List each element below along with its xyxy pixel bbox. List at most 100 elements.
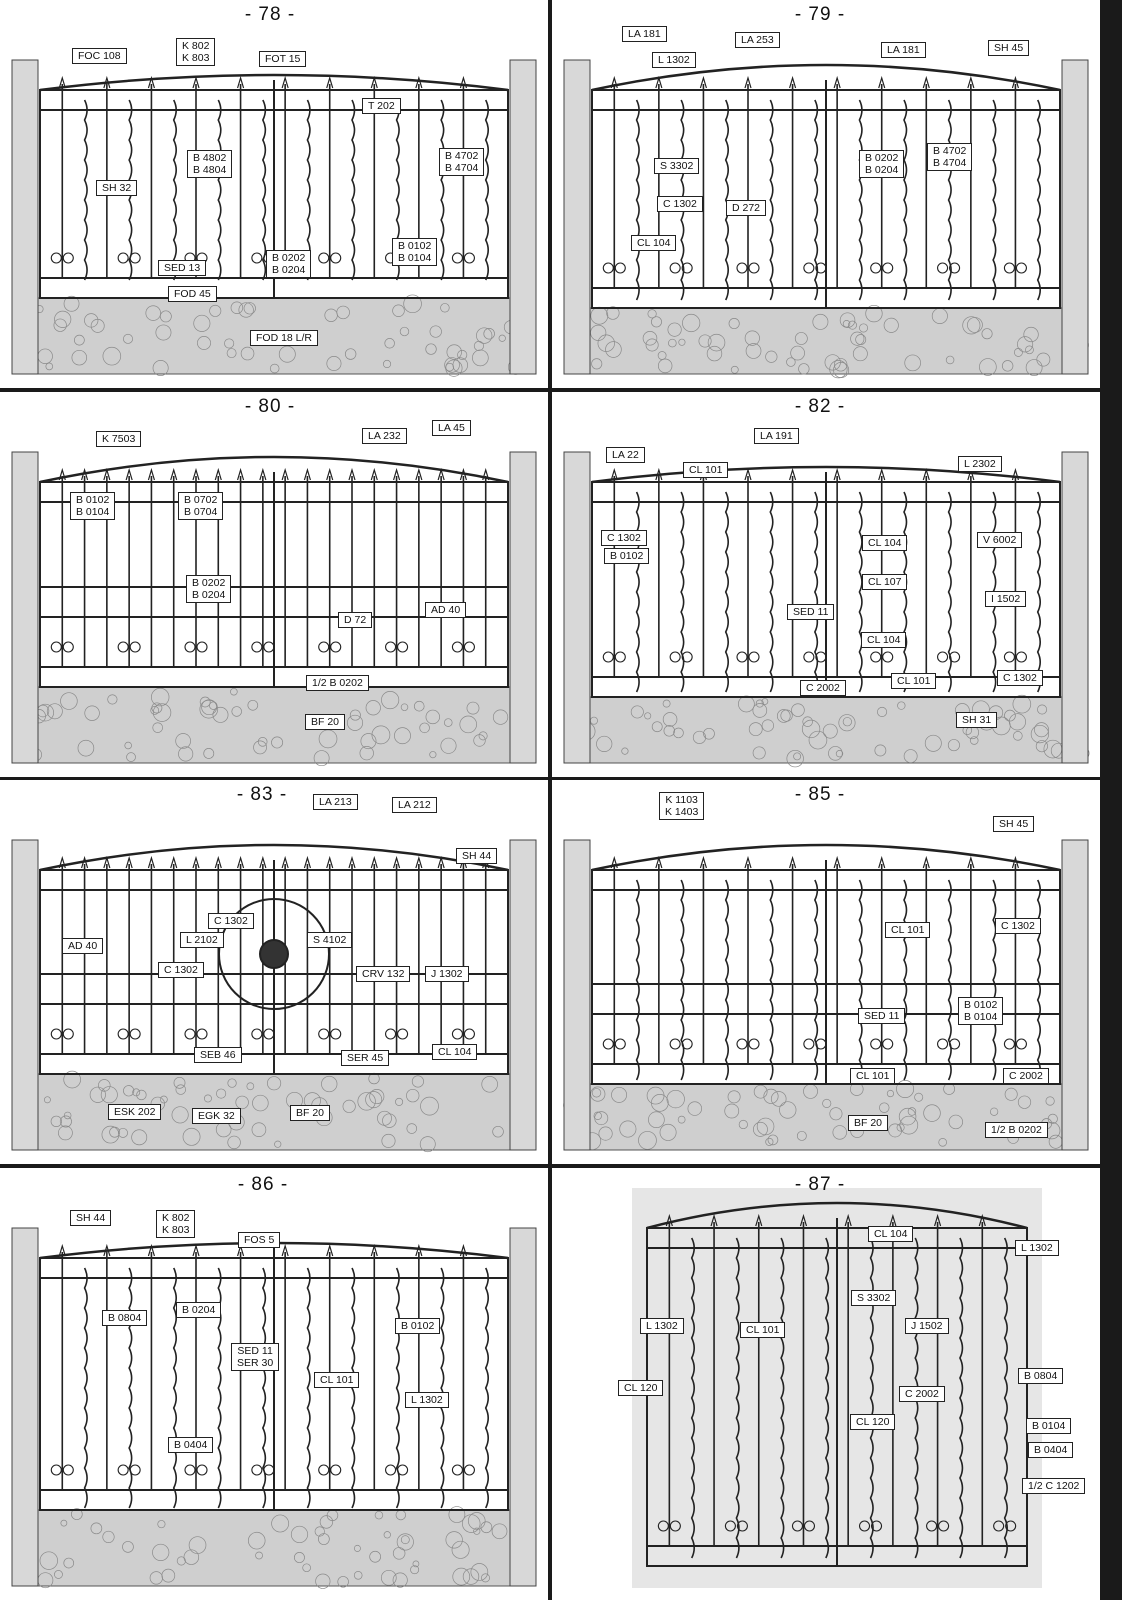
part-code-label: CL 101 bbox=[891, 673, 936, 689]
stone-base bbox=[564, 1084, 1088, 1150]
pillar-left bbox=[12, 452, 38, 763]
part-code-label: B 0202 B 0204 bbox=[186, 575, 231, 603]
part-code-label: CL 104 bbox=[432, 1044, 477, 1060]
model-number: - 87 - bbox=[795, 1174, 845, 1196]
part-code-label: CL 104 bbox=[868, 1226, 913, 1242]
part-code-label: D 72 bbox=[338, 612, 372, 628]
part-code-label: S 4102 bbox=[307, 932, 352, 948]
part-code-label: C 1302 bbox=[158, 962, 204, 978]
part-code-label: K 7503 bbox=[96, 431, 141, 447]
pillar-right bbox=[510, 1228, 536, 1586]
part-code-label: BF 20 bbox=[290, 1105, 330, 1121]
part-code-label: C 1302 bbox=[997, 670, 1043, 686]
part-code-label: B 4702 B 4704 bbox=[439, 148, 484, 176]
part-code-label: ESK 202 bbox=[108, 1104, 161, 1120]
gate-ironwork bbox=[40, 845, 508, 1074]
gate-ironwork bbox=[40, 1243, 508, 1510]
part-code-label: CL 104 bbox=[861, 632, 906, 648]
part-code-label: C 2002 bbox=[800, 680, 846, 696]
part-code-label: SED 11 bbox=[787, 604, 834, 620]
part-code-label: SH 32 bbox=[96, 180, 137, 196]
part-code-label: B 0404 bbox=[168, 1437, 213, 1453]
part-code-label: BF 20 bbox=[848, 1115, 888, 1131]
part-code-label: T 202 bbox=[362, 98, 401, 114]
part-code-label: B 0804 bbox=[1018, 1368, 1063, 1384]
pillar-left bbox=[564, 840, 590, 1150]
model-number: - 82 - bbox=[795, 396, 845, 418]
part-code-label: FOS 5 bbox=[238, 1232, 280, 1248]
part-code-label: LA 232 bbox=[362, 428, 407, 444]
part-code-label: K 802 K 803 bbox=[176, 38, 215, 66]
part-code-label: SH 45 bbox=[988, 40, 1029, 56]
part-code-label: LA 212 bbox=[392, 797, 437, 813]
pillar-right bbox=[510, 840, 536, 1150]
part-code-label: LA 181 bbox=[622, 26, 667, 42]
gate-drawing bbox=[552, 780, 1100, 1164]
pillar-right bbox=[510, 452, 536, 763]
gate-ironwork bbox=[592, 845, 1060, 1084]
part-code-label: B 0204 bbox=[176, 1302, 221, 1318]
part-code-label: SEB 46 bbox=[194, 1047, 242, 1063]
part-code-label: CL 101 bbox=[740, 1322, 785, 1338]
gate-panel: - 85 -K 1103 K 1403SH 45CL 101C 1302SED … bbox=[552, 780, 1100, 1164]
part-code-label: L 2302 bbox=[958, 456, 1002, 472]
pillar-left bbox=[564, 452, 590, 763]
part-code-label: C 1302 bbox=[601, 530, 647, 546]
gate-ironwork bbox=[592, 467, 1060, 697]
part-code-label: S 3302 bbox=[654, 158, 699, 174]
part-code-label: CL 107 bbox=[862, 574, 907, 590]
part-code-label: C 1302 bbox=[657, 196, 703, 212]
stone-base bbox=[12, 1510, 536, 1586]
part-code-label: SED 11 SER 30 bbox=[231, 1343, 279, 1371]
part-code-label: EGK 32 bbox=[192, 1108, 241, 1124]
model-number: - 85 - bbox=[795, 784, 845, 806]
stone-base bbox=[12, 1074, 536, 1150]
part-code-label: D 272 bbox=[726, 200, 766, 216]
part-code-label: C 2002 bbox=[1003, 1068, 1049, 1084]
part-code-label: BF 20 bbox=[305, 714, 345, 730]
part-code-label: B 0404 bbox=[1028, 1442, 1073, 1458]
model-number: - 78 - bbox=[245, 4, 295, 26]
part-code-label: AD 40 bbox=[425, 602, 466, 618]
part-code-label: LA 22 bbox=[606, 447, 645, 463]
part-code-label: CL 120 bbox=[850, 1414, 895, 1430]
part-code-label: L 1302 bbox=[652, 52, 696, 68]
part-code-label: L 1302 bbox=[640, 1318, 684, 1334]
part-code-label: V 6002 bbox=[977, 532, 1022, 548]
part-code-label: CL 101 bbox=[885, 922, 930, 938]
part-code-label: FOD 18 L/R bbox=[250, 330, 318, 346]
part-code-label: B 4702 B 4704 bbox=[927, 143, 972, 171]
part-code-label: LA 45 bbox=[432, 420, 471, 436]
gate-panel: - 83 -LA 213LA 212SH 44C 1302L 2102S 410… bbox=[0, 780, 548, 1164]
part-code-label: C 1302 bbox=[208, 913, 254, 929]
part-code-label: B 0702 B 0704 bbox=[178, 492, 223, 520]
part-code-label: SH 44 bbox=[70, 1210, 111, 1226]
part-code-label: B 0102 B 0104 bbox=[392, 238, 437, 266]
part-code-label: CL 101 bbox=[850, 1068, 895, 1084]
model-number: - 79 - bbox=[795, 4, 845, 26]
part-code-label: C 1302 bbox=[995, 918, 1041, 934]
gate-panel: - 82 -LA 191LA 22CL 101L 2302C 1302B 010… bbox=[552, 392, 1100, 777]
pillar-right bbox=[510, 60, 536, 374]
part-code-label: B 0102 bbox=[604, 548, 649, 564]
part-code-label: 1/2 B 0202 bbox=[985, 1122, 1048, 1138]
part-code-label: K 802 K 803 bbox=[156, 1210, 195, 1238]
part-code-label: 1/2 C 1202 bbox=[1022, 1478, 1085, 1494]
part-code-label: FOC 108 bbox=[72, 48, 127, 64]
pillar-left bbox=[564, 60, 590, 374]
part-code-label: CL 101 bbox=[683, 462, 728, 478]
part-code-label: CL 104 bbox=[631, 235, 676, 251]
part-code-label: K 1103 K 1403 bbox=[659, 792, 704, 820]
stone-base bbox=[564, 308, 1088, 374]
model-number: - 80 - bbox=[245, 396, 295, 418]
part-code-label: B 0104 bbox=[1026, 1418, 1071, 1434]
gate-panel: - 86 -SH 44K 802 K 803FOS 5B 0804B 0204S… bbox=[0, 1168, 548, 1600]
part-code-label: FOT 15 bbox=[259, 51, 306, 67]
gate-panel: - 78 - FOC 108 K 802 K 803 FOT 15 T 202 SH 32… bbox=[0, 0, 548, 388]
part-code-label: SH 45 bbox=[993, 816, 1034, 832]
pillar-left bbox=[12, 60, 38, 374]
part-code-label: CL 101 bbox=[314, 1372, 359, 1388]
pillar-left bbox=[12, 840, 38, 1150]
gate-drawing bbox=[0, 392, 548, 777]
part-code-label: CL 104 bbox=[862, 535, 907, 551]
